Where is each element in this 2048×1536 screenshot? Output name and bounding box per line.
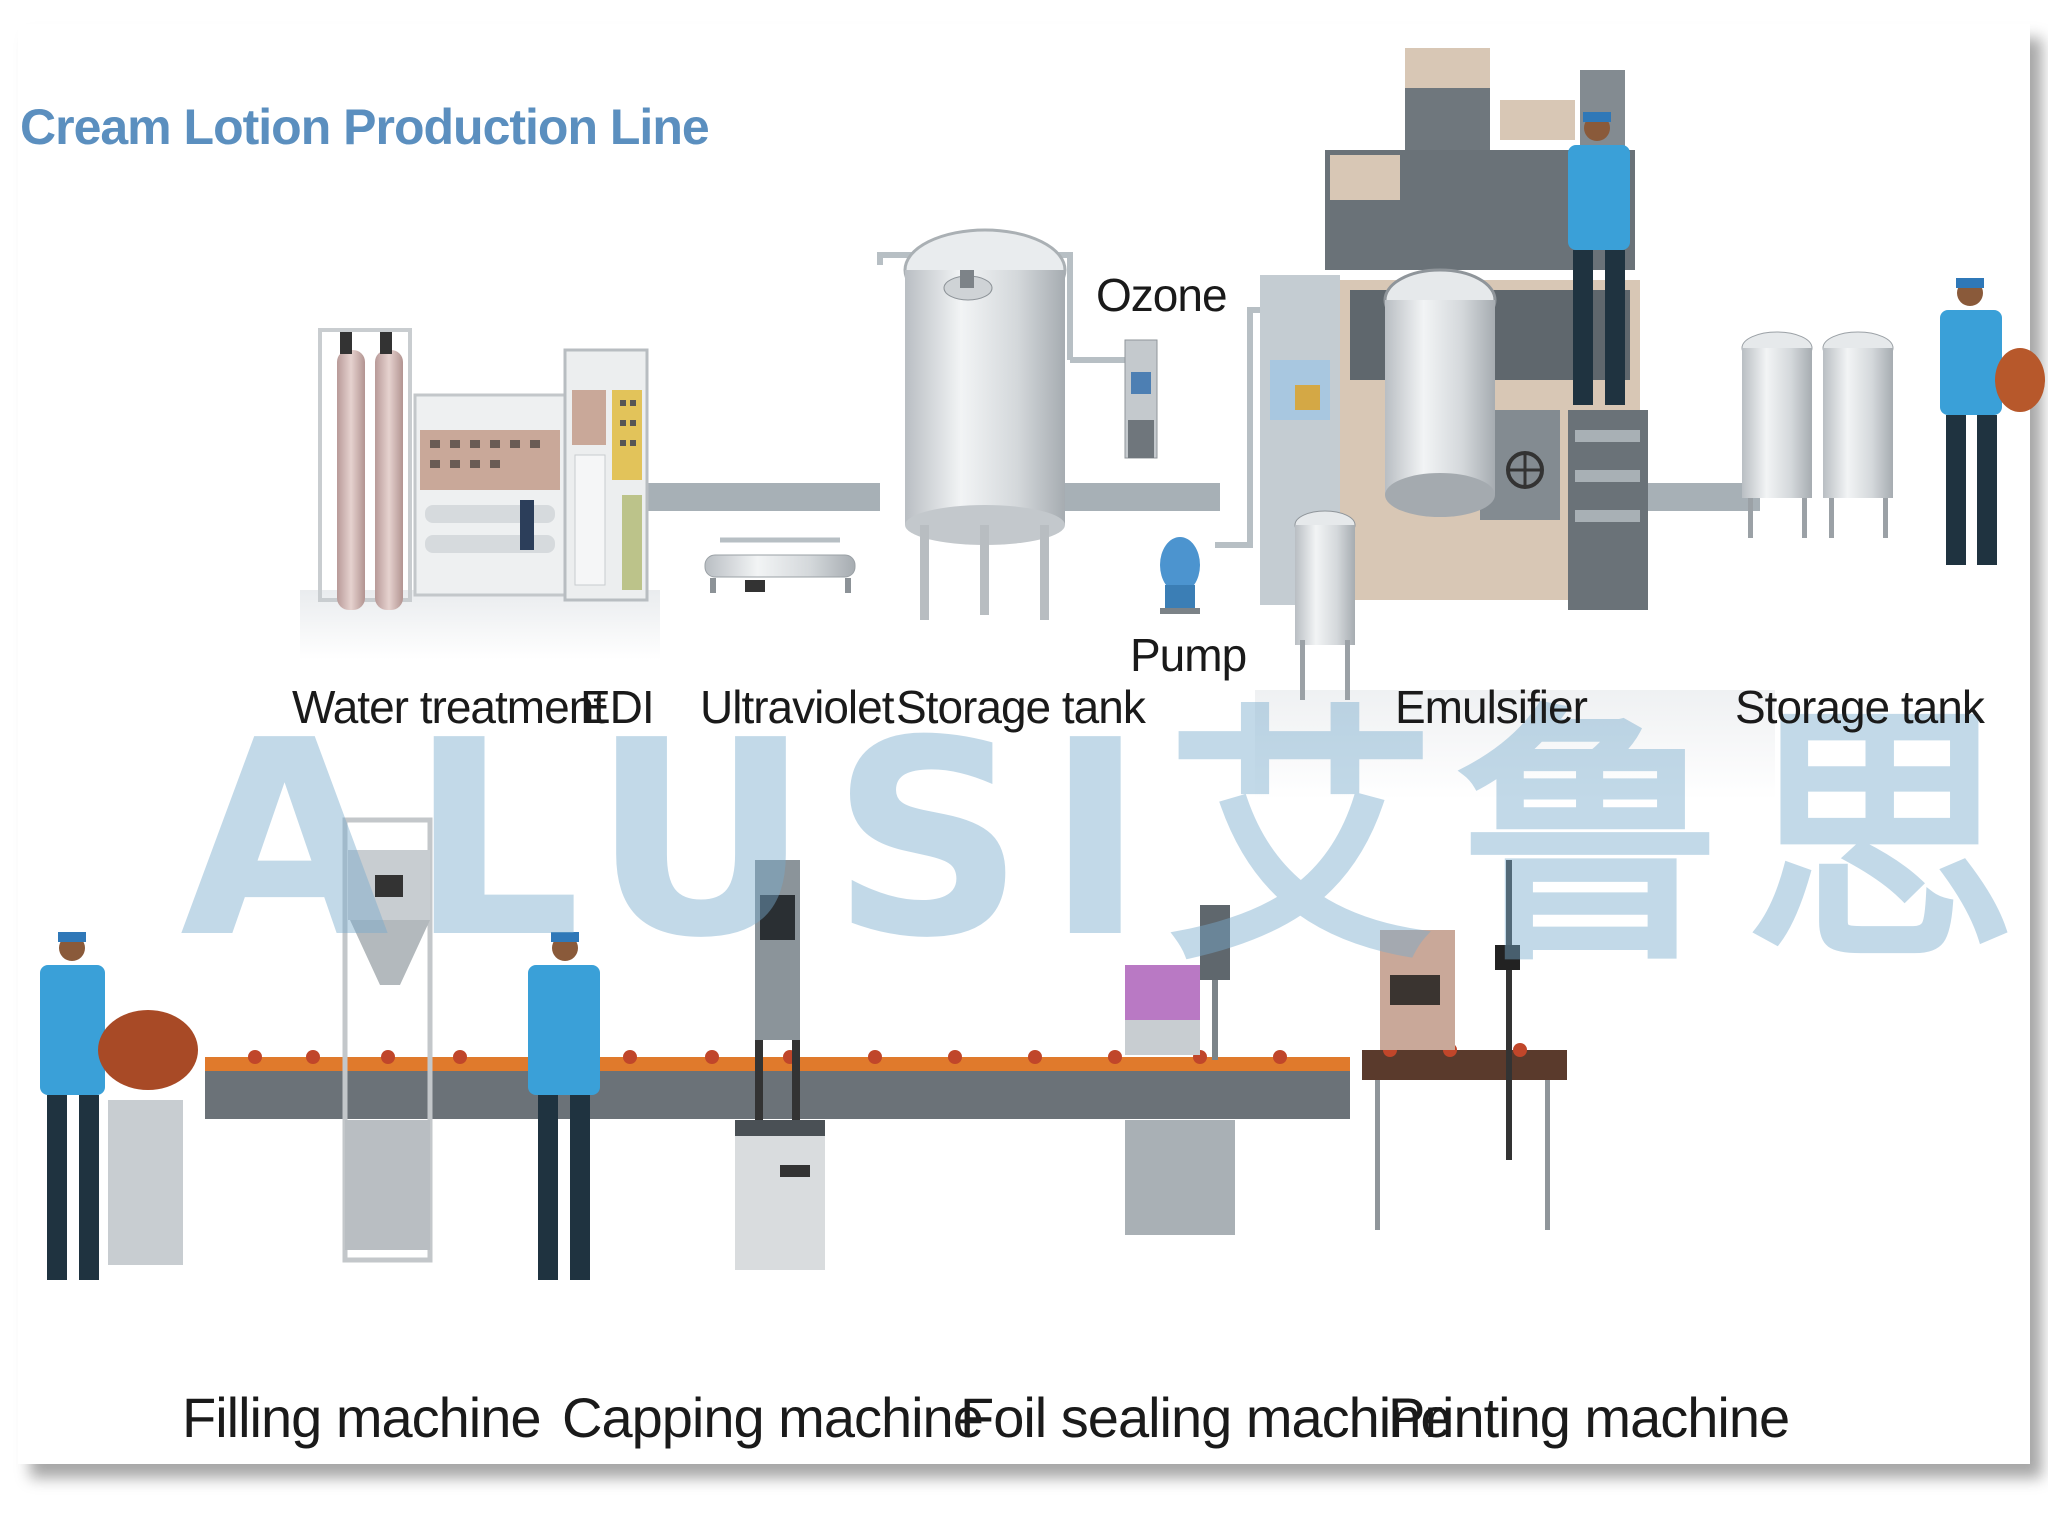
ozone-generator <box>1124 339 1158 459</box>
label-capping-machine: Capping machine <box>562 1386 984 1449</box>
worker-emulsifier <box>1568 112 1630 405</box>
storage-tank-1 <box>903 228 1067 620</box>
foil-sealing-machine <box>1125 905 1235 1235</box>
label-edi: EDI <box>580 681 655 733</box>
worker-filling <box>40 932 105 1280</box>
water-treatment-unit <box>300 328 660 660</box>
edi-unit <box>563 348 649 602</box>
printing-machine <box>1375 860 1550 1230</box>
label-storage-tank-2: Storage tank <box>1735 681 1985 733</box>
label-printing-machine: Printing machine <box>1388 1386 1790 1449</box>
label-filling-machine: Filling machine <box>182 1386 541 1449</box>
label-emulsifier: Emulsifier <box>1395 681 1588 733</box>
worker-capping <box>528 932 600 1280</box>
label-ultraviolet: Ultraviolet <box>700 681 895 733</box>
label-foil-sealing-machine: Foil sealing machine <box>960 1386 1451 1449</box>
ultraviolet-unit <box>704 554 856 593</box>
label-storage-tank-1: Storage tank <box>896 681 1146 733</box>
emulsifier-unit <box>1255 48 1775 800</box>
worker-storage <box>1940 278 2045 565</box>
label-ozone: Ozone <box>1096 269 1228 321</box>
label-water-treatment: Water treatment <box>292 681 606 733</box>
conveyor <box>205 1043 1567 1119</box>
watermark: ALUSI艾鲁思 <box>180 682 2036 997</box>
filling-machine <box>40 817 433 1280</box>
storage-tank-2 <box>1741 278 2045 565</box>
diagram-title: Cream Lotion Production Line <box>20 99 710 155</box>
pump-unit <box>1160 537 1200 614</box>
capping-machine <box>528 860 825 1280</box>
label-pump: Pump <box>1130 629 1247 681</box>
